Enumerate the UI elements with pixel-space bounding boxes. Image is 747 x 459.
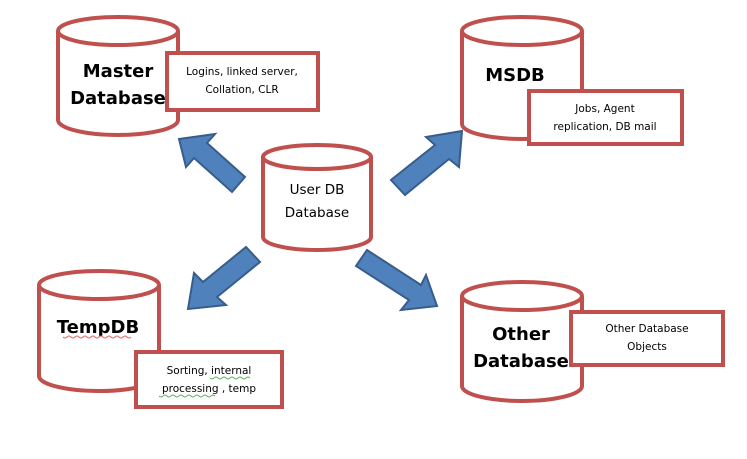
tempdb-title: TempDB — [57, 317, 139, 338]
master-database-node: Master Database Logins, linked server, C… — [56, 15, 320, 137]
arrow-to-other-icon — [354, 248, 439, 312]
master-note-line1: Logins, linked server, — [186, 66, 298, 78]
grammar-underline — [209, 376, 251, 380]
user-db-title-line1: User DB — [290, 182, 345, 198]
master-title-line2: Database — [70, 88, 166, 109]
arrow-to-tempdb-icon — [186, 245, 262, 311]
tempdb-cylinder-icon — [37, 269, 161, 393]
master-note-box: Logins, linked server, Collation, CLR — [165, 51, 320, 112]
msdb-title: MSDB — [485, 65, 545, 86]
tempdb-node: TempDB Sorting, internal processing , te… — [37, 269, 284, 409]
msdb-note-line1: Jobs, Agent — [574, 103, 634, 115]
user-db-title-line2: Database — [285, 205, 349, 221]
other-title-line1: Other — [492, 324, 550, 345]
tempdb-note-box: Sorting, internal processing , temp — [134, 350, 284, 409]
other-database-node: Other Database Other Database Objects — [460, 280, 725, 403]
other-note-box: Other Database Objects — [569, 310, 725, 367]
other-cylinder-icon — [460, 280, 584, 403]
tempdb-note-line2: processing , temp — [162, 383, 256, 395]
master-cylinder-icon — [56, 15, 180, 137]
other-note-line1: Other Database — [605, 323, 688, 335]
tempdb-note-line1: Sorting, internal — [167, 365, 252, 377]
arrow-to-msdb-icon — [389, 129, 464, 197]
other-title-line2: Database — [473, 351, 569, 372]
other-note-line2: Objects — [627, 341, 667, 353]
msdb-note-line2: replication, DB mail — [553, 121, 656, 133]
grammar-underline — [158, 394, 216, 398]
msdb-cylinder-icon — [460, 15, 584, 141]
msdb-node: MSDB Jobs, Agent replication, DB mail — [460, 15, 684, 146]
msdb-note-box: Jobs, Agent replication, DB mail — [527, 89, 684, 146]
master-title-line1: Master — [83, 61, 154, 82]
user-db-node: User DB Database — [261, 143, 373, 252]
master-note-line2: Collation, CLR — [205, 84, 278, 96]
arrow-to-master-icon — [177, 132, 247, 194]
spellcheck-underline — [62, 335, 132, 339]
user-db-cylinder-icon — [261, 143, 373, 252]
